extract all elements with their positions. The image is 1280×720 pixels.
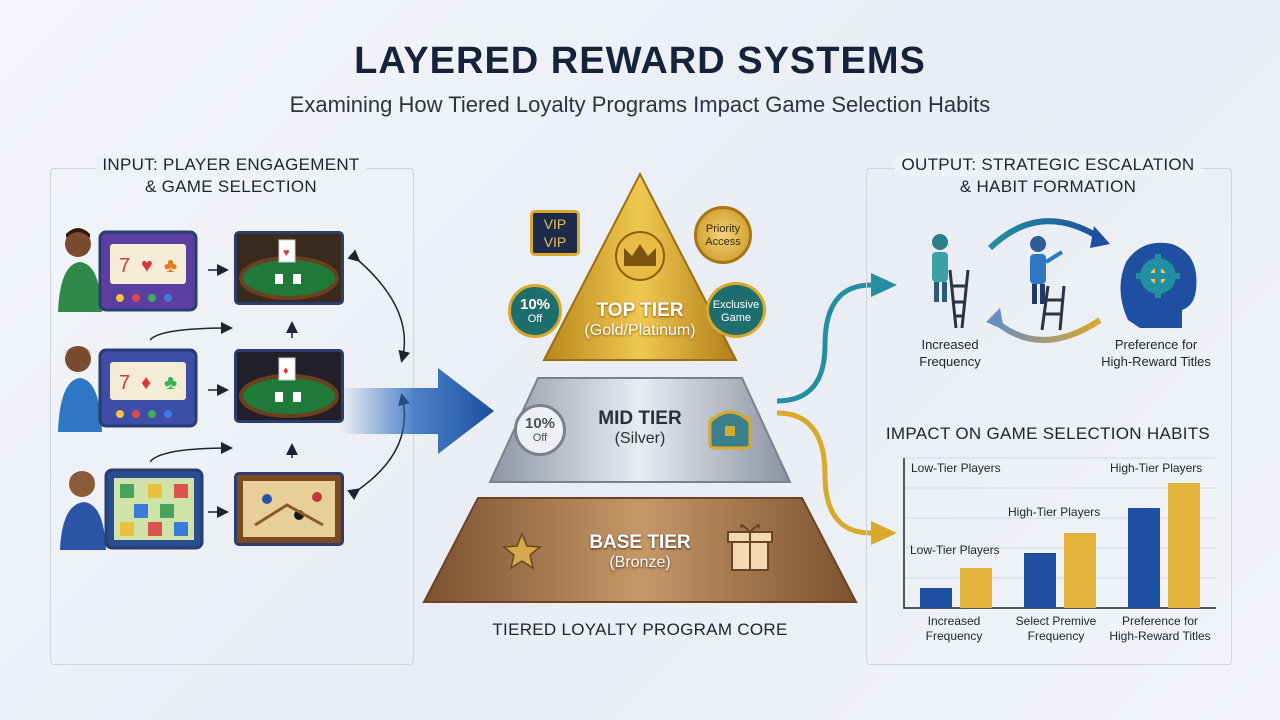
svg-text:♥: ♥ <box>141 255 153 277</box>
mid-tier-sub: (Silver) <box>614 430 666 447</box>
mid-tier-label: MID TIER (Silver) <box>490 408 790 448</box>
page-title: LAYERED REWARD SYSTEMS <box>354 40 926 82</box>
svg-text:7: 7 <box>119 372 130 394</box>
discount-top-percent: 10% <box>519 296 551 313</box>
base-tier-block <box>422 497 858 603</box>
svg-text:7: 7 <box>119 255 130 277</box>
board-game-icon <box>104 468 204 550</box>
exclusive-line1: Exclusive <box>712 299 760 311</box>
chart-bar-low-tier <box>1024 553 1056 608</box>
output-heading-line2: & HABIT FORMATION <box>959 177 1137 196</box>
svg-text:♦: ♦ <box>283 365 289 377</box>
brain-gear-icon <box>1120 242 1197 328</box>
x-label-line1: Preference for <box>1121 614 1199 628</box>
x-label-line1: Select Premive <box>1015 614 1097 628</box>
x-label-line2: Frequency <box>925 629 983 643</box>
top-tier-name: TOP TIER <box>596 300 684 321</box>
player-avatar-icon <box>58 346 102 432</box>
svg-text:♦: ♦ <box>141 372 151 394</box>
exclusive-line2: Game <box>721 312 751 324</box>
base-tier-label: BASE TIER (Bronze) <box>490 532 790 572</box>
output-caption-right: Preference for High-Reward Titles <box>1086 336 1226 370</box>
chart-bar-high-tier <box>1168 483 1200 608</box>
output-caption-left-line1: Increased <box>921 337 979 352</box>
star-icon <box>502 532 542 570</box>
discount-mid-off: Off <box>532 432 548 444</box>
pyramid-caption: TIERED LOYALTY PROGRAM CORE <box>492 620 788 639</box>
chart-bar-low-tier <box>1128 508 1160 608</box>
chart-bar-low-tier <box>920 588 952 608</box>
chart-annotation: High-Tier Players <box>1110 461 1203 475</box>
input-heading-line2: & GAME SELECTION <box>144 177 317 196</box>
svg-text:♣: ♣ <box>164 372 177 394</box>
gift-icon <box>727 523 773 571</box>
chart-bar-high-tier <box>960 568 992 608</box>
output-heading-line1: OUTPUT: STRATEGIC ESCALATION <box>895 154 1201 176</box>
priority-access-badge: Priority Access <box>694 206 752 264</box>
discount-badge-mid: 10% Off <box>514 404 566 456</box>
chart-bar-high-tier <box>1064 533 1096 608</box>
treasure-chest-icon <box>708 410 752 450</box>
vip-badge-bottom: VIP <box>543 234 567 250</box>
base-tier-name: BASE TIER <box>589 532 691 553</box>
chart-axis <box>903 458 1216 609</box>
svg-text:♥: ♥ <box>283 247 290 259</box>
output-panel-heading: OUTPUT: STRATEGIC ESCALATION & HABIT FOR… <box>866 154 1230 198</box>
card-table-thumbnail: ♥ <box>234 231 344 305</box>
priority-line2: Access <box>705 236 741 248</box>
mid-tier-name: MID TIER <box>598 408 682 429</box>
impact-chart-title: IMPACT ON GAME SELECTION HABITS <box>885 424 1211 443</box>
x-label-line2: High-Reward Titles <box>1109 629 1211 643</box>
habit-cycle-illustration <box>932 218 1197 343</box>
crown-icon <box>615 231 665 281</box>
person-climbing-icon <box>1030 236 1066 331</box>
chart-x-label: Select Premive Frequency <box>996 614 1116 644</box>
output-branch-arrows <box>776 273 897 545</box>
discount-mid-percent: 10% <box>524 415 556 432</box>
input-heading-line1: INPUT: PLAYER ENGAGEMENT <box>96 154 366 176</box>
vip-badge-top: VIP <box>543 216 567 232</box>
x-label-line2: Frequency <box>1027 629 1085 643</box>
base-tier-sub: (Bronze) <box>609 554 671 571</box>
x-label-line1: Increased <box>927 614 981 628</box>
slot-machine-icon: 7 ♥ ♣ <box>98 230 198 312</box>
chart-x-label: Increased Frequency <box>894 614 1014 644</box>
vip-badge: VIP VIP <box>530 210 580 256</box>
person-climbing-icon <box>932 234 970 329</box>
board-game-thumbnail <box>234 472 344 546</box>
chart-annotation: Low-Tier Players <box>911 461 1001 475</box>
players-illustration: 7 ♥ ♣ 7 ♦ ♣ <box>58 228 204 550</box>
chart-annotation: Low-Tier Players <box>910 543 1000 557</box>
discount-badge-top: 10% Off <box>508 284 562 338</box>
discount-top-off: Off <box>527 313 543 325</box>
player-avatar-icon <box>58 228 102 312</box>
priority-line1: Priority <box>705 223 741 235</box>
top-tier-sub: (Gold/Platinum) <box>584 322 696 339</box>
page-subtitle: Examining How Tiered Loyalty Programs Im… <box>289 92 991 117</box>
top-tier-label: TOP TIER (Gold/Platinum) <box>490 300 790 340</box>
flow-arrow-right-icon <box>340 368 494 454</box>
input-connector-arrows <box>150 249 411 518</box>
card-table-thumbnail: ♦ <box>234 349 344 423</box>
output-caption-left: Increased Frequency <box>900 336 1000 370</box>
output-caption-left-line2: Frequency <box>919 354 981 369</box>
exclusive-game-badge: Exclusive Game <box>706 282 766 338</box>
slot-machine-icon: 7 ♦ ♣ <box>98 348 198 428</box>
svg-text:♣: ♣ <box>164 255 177 277</box>
player-avatar-icon <box>60 471 106 550</box>
output-caption-right-line2: High-Reward Titles <box>1101 354 1211 369</box>
input-panel-heading: INPUT: PLAYER ENGAGEMENT & GAME SELECTIO… <box>50 154 412 198</box>
mid-tier-block <box>488 377 792 483</box>
chart-x-label: Preference for High-Reward Titles <box>1100 614 1220 644</box>
loyalty-pyramid <box>422 171 858 603</box>
chart-annotation: High-Tier Players <box>1008 505 1101 519</box>
output-caption-right-line1: Preference for <box>1114 337 1198 352</box>
impact-bar-chart <box>903 457 1216 609</box>
